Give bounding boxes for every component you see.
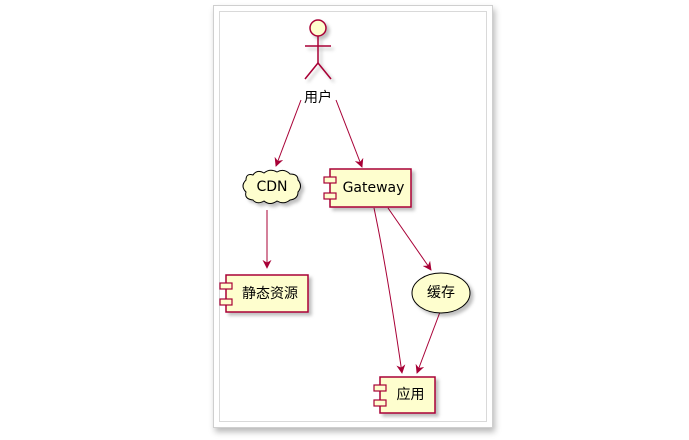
component-port-top — [373, 384, 387, 392]
component-port-bottom — [219, 298, 233, 306]
actor-head — [309, 19, 327, 37]
edge-user-to-cdn — [274, 99, 302, 167]
edge-gateway-to-cache — [387, 207, 432, 271]
gateway-label: Gateway — [342, 180, 405, 196]
gateway-component — [323, 168, 412, 208]
app-component — [373, 376, 436, 414]
actor-left-leg — [304, 62, 319, 80]
component-port-bottom — [323, 192, 337, 200]
diagram-canvas — [213, 5, 493, 428]
edge-cache-to-app — [415, 311, 441, 374]
edge-user-to-gateway — [335, 99, 364, 168]
cdn-cloud — [242, 169, 301, 204]
cdn-label: CDN — [256, 179, 288, 195]
user-actor — [304, 19, 332, 80]
app-label: 应用 — [396, 387, 425, 403]
component-port-top — [219, 282, 233, 290]
component-port-bottom — [373, 399, 387, 407]
actor-right-leg — [317, 62, 332, 80]
component-port-top — [323, 176, 337, 184]
static-resources-label: 静态资源 — [242, 286, 298, 302]
cache-label: 缓存 — [427, 285, 455, 301]
edge-gateway-to-app — [373, 207, 406, 374]
diagram-frame — [219, 11, 487, 422]
static-resources-component — [219, 274, 309, 313]
cache-ellipse — [411, 272, 471, 314]
user-label: 用户 — [304, 90, 332, 106]
